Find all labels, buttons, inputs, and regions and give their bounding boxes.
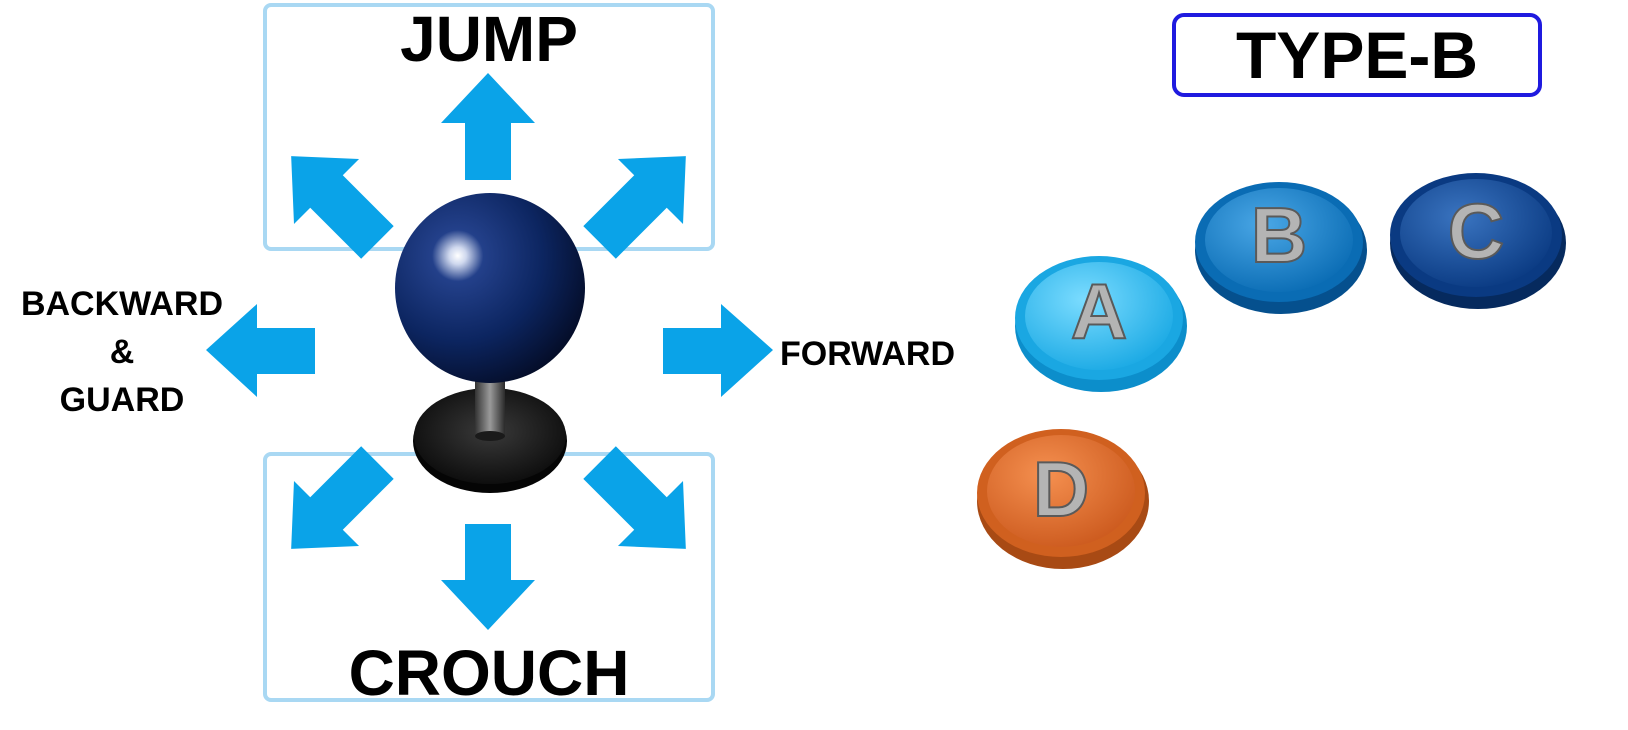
arrow-down-icon bbox=[441, 524, 535, 630]
button-c: C bbox=[1390, 173, 1566, 309]
arrow-down-right-icon bbox=[583, 446, 686, 549]
jump-label: JUMP bbox=[400, 3, 578, 75]
arrow-down-left-icon bbox=[291, 446, 394, 549]
backward-label-line: & bbox=[109, 333, 135, 371]
button-b: B bbox=[1195, 182, 1367, 314]
backward-guard-label: BACKWARD & GUARD bbox=[0, 280, 244, 424]
arrow-up-icon bbox=[441, 73, 535, 180]
backward-label-line: BACKWARD bbox=[20, 285, 224, 323]
button-d-letter: D bbox=[1033, 445, 1089, 533]
joystick-icon bbox=[395, 193, 585, 493]
arrow-left-icon bbox=[206, 304, 315, 397]
button-d: D bbox=[977, 429, 1149, 569]
arrow-right-icon bbox=[663, 304, 773, 397]
backward-label-line: GUARD bbox=[59, 381, 185, 419]
forward-label: FORWARD bbox=[780, 335, 956, 373]
button-a: A bbox=[1015, 256, 1187, 392]
button-a-letter: A bbox=[1071, 267, 1127, 355]
layout-type-label: TYPE-B bbox=[1235, 18, 1479, 92]
button-b-letter: B bbox=[1251, 191, 1307, 279]
arrow-up-right-icon bbox=[583, 156, 686, 259]
layout-type-box bbox=[1172, 13, 1542, 97]
arrow-up-left-icon bbox=[291, 156, 394, 259]
crouch-label: CROUCH bbox=[348, 637, 630, 709]
button-c-letter: C bbox=[1448, 187, 1504, 275]
